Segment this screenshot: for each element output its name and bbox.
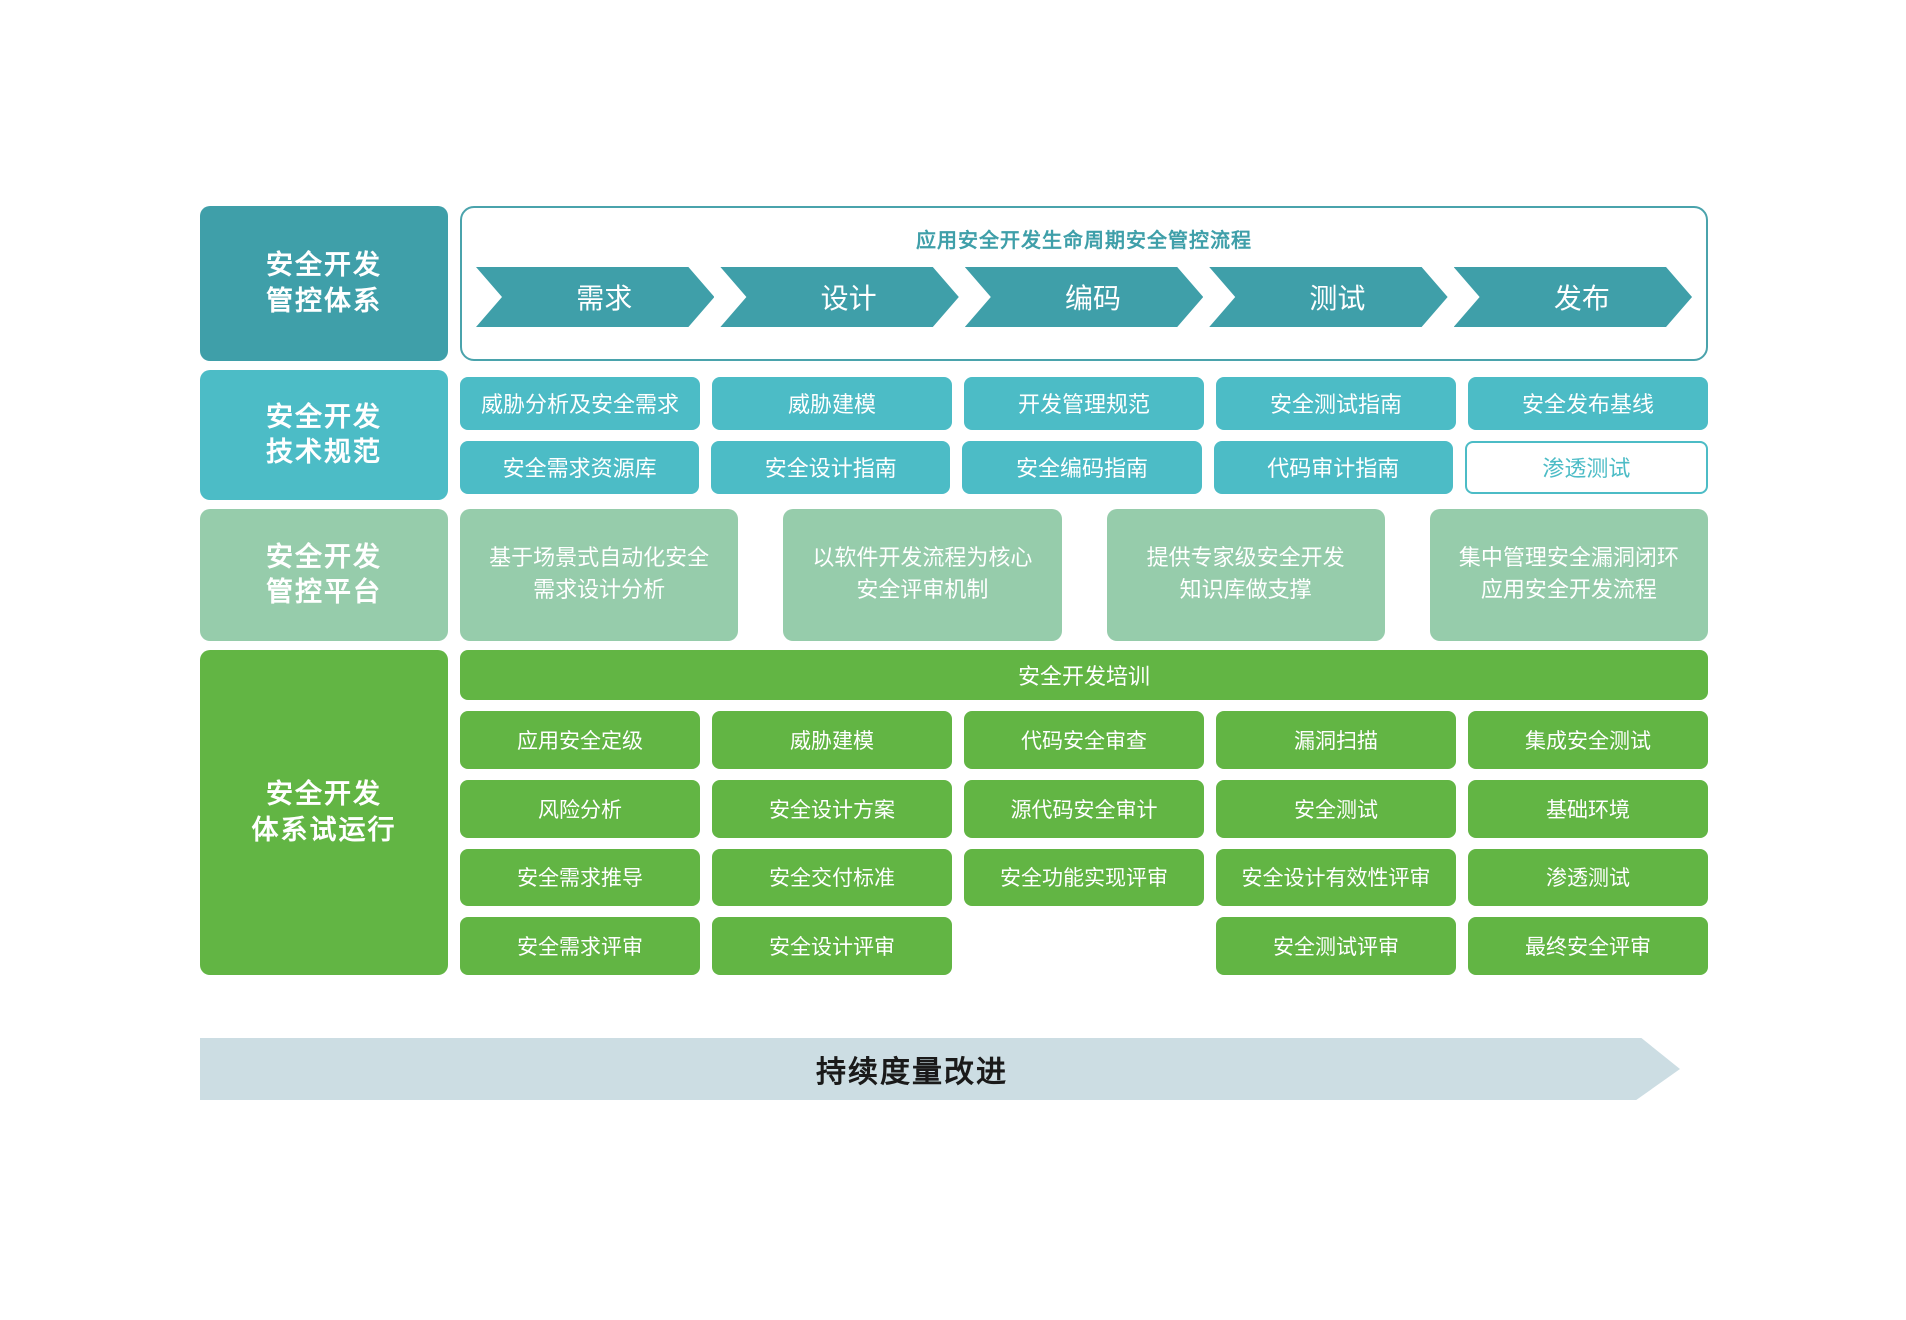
technical-specs-row: 威胁分析及安全需求 威胁建模 开发管理规范 安全测试指南 安全发布基线 bbox=[460, 376, 1708, 430]
trial-empty-slot bbox=[964, 917, 1204, 975]
spec-code-audit-guide[interactable]: 代码审计指南 bbox=[1213, 440, 1453, 494]
band-label-platform: 安全开发 管控平台 bbox=[200, 509, 448, 641]
platform-body: 基于场景式自动化安全 需求设计分析 以软件开发流程为核心 安全评审机制 提供专家… bbox=[460, 509, 1708, 641]
spec-requirement-library[interactable]: 安全需求资源库 bbox=[460, 440, 700, 494]
spec-penetration-test[interactable]: 渗透测试 bbox=[1464, 440, 1709, 494]
trial-code-security-review[interactable]: 代码安全审查 bbox=[964, 711, 1204, 769]
trial-final-security-review[interactable]: 最终安全评审 bbox=[1468, 917, 1708, 975]
trial-app-security-grading[interactable]: 应用安全定级 bbox=[460, 711, 700, 769]
band-technical-specs: 安全开发 技术规范 威胁分析及安全需求 威胁建模 开发管理规范 安全测试指南 安… bbox=[200, 370, 1709, 500]
trial-requirement-derivation[interactable]: 安全需求推导 bbox=[460, 848, 700, 907]
stage-testing[interactable]: 测试 bbox=[1209, 267, 1447, 327]
trial-run-grid: 安全开发培训 应用安全定级 威胁建模 代码安全审查 漏洞扫描 集成安全测试 风险… bbox=[460, 650, 1708, 975]
trial-security-design-plan[interactable]: 安全设计方案 bbox=[712, 779, 952, 838]
technical-specs-row: 安全需求资源库 安全设计指南 安全编码指南 代码审计指南 渗透测试 bbox=[460, 440, 1709, 494]
trial-delivery-standard[interactable]: 安全交付标准 bbox=[712, 848, 952, 907]
spec-threat-modeling[interactable]: 威胁建模 bbox=[712, 376, 952, 430]
diagram-grid: 安全开发 管控体系 应用安全开发生命周期安全管控流程 需求 设计 编码 测试 发… bbox=[200, 206, 1709, 975]
technical-specs-grid: 威胁分析及安全需求 威胁建模 开发管理规范 安全测试指南 安全发布基线 安全需求… bbox=[460, 370, 1709, 500]
lifecycle-box: 应用安全开发生命周期安全管控流程 需求 设计 编码 测试 发布 bbox=[460, 206, 1708, 361]
lifecycle-body: 应用安全开发生命周期安全管控流程 需求 设计 编码 测试 发布 bbox=[460, 206, 1708, 361]
trial-run-row: 应用安全定级 威胁建模 代码安全审查 漏洞扫描 集成安全测试 bbox=[460, 711, 1708, 769]
stage-requirement[interactable]: 需求 bbox=[476, 267, 714, 327]
platform-vulnerability-closure[interactable]: 集中管理安全漏洞闭环 应用安全开发流程 bbox=[1429, 509, 1708, 641]
lifecycle-stages: 需求 设计 编码 测试 发布 bbox=[476, 267, 1692, 327]
trial-threat-modeling[interactable]: 威胁建模 bbox=[712, 711, 952, 769]
trial-run-row: 安全需求推导 安全交付标准 安全功能实现评审 安全设计有效性评审 渗透测试 bbox=[460, 848, 1708, 907]
stage-design[interactable]: 设计 bbox=[720, 267, 958, 327]
trial-function-implementation-review[interactable]: 安全功能实现评审 bbox=[964, 848, 1204, 907]
spec-coding-guide[interactable]: 安全编码指南 bbox=[962, 440, 1202, 494]
platform-review-mechanism[interactable]: 以软件开发流程为核心 安全评审机制 bbox=[783, 509, 1062, 641]
trial-run-row: 风险分析 安全设计方案 源代码安全审计 安全测试 基础环境 bbox=[460, 779, 1708, 838]
trial-test-review[interactable]: 安全测试评审 bbox=[1216, 917, 1456, 975]
trial-source-code-audit[interactable]: 源代码安全审计 bbox=[964, 779, 1204, 838]
spec-release-baseline[interactable]: 安全发布基线 bbox=[1468, 376, 1708, 430]
lifecycle-title: 应用安全开发生命周期安全管控流程 bbox=[916, 228, 1252, 252]
band-label-trial-run: 安全开发 体系试运行 bbox=[200, 650, 448, 975]
technical-specs-body: 威胁分析及安全需求 威胁建模 开发管理规范 安全测试指南 安全发布基线 安全需求… bbox=[460, 370, 1709, 500]
band-label-technical-specs: 安全开发 技术规范 bbox=[200, 370, 448, 500]
spec-security-test-guide[interactable]: 安全测试指南 bbox=[1216, 376, 1456, 430]
platform-scenario-analysis[interactable]: 基于场景式自动化安全 需求设计分析 bbox=[460, 509, 739, 641]
trial-base-environment[interactable]: 基础环境 bbox=[1468, 779, 1708, 838]
band-label-management-system: 安全开发 管控体系 bbox=[200, 206, 448, 361]
trial-integrated-security-test[interactable]: 集成安全测试 bbox=[1468, 711, 1708, 769]
trial-run-row: 安全需求评审 安全设计评审 安全测试评审 最终安全评审 bbox=[460, 917, 1708, 975]
spec-design-guide[interactable]: 安全设计指南 bbox=[711, 440, 951, 494]
trial-run-body: 安全开发培训 应用安全定级 威胁建模 代码安全审查 漏洞扫描 集成安全测试 风险… bbox=[460, 650, 1708, 975]
trial-risk-analysis[interactable]: 风险分析 bbox=[460, 779, 700, 838]
trial-penetration-test[interactable]: 渗透测试 bbox=[1468, 848, 1708, 907]
trial-design-review[interactable]: 安全设计评审 bbox=[712, 917, 952, 975]
stage-coding[interactable]: 编码 bbox=[965, 267, 1203, 327]
platform-knowledge-base[interactable]: 提供专家级安全开发 知识库做支撑 bbox=[1106, 509, 1385, 641]
trial-security-test[interactable]: 安全测试 bbox=[1216, 779, 1456, 838]
trial-design-effectiveness-review[interactable]: 安全设计有效性评审 bbox=[1216, 848, 1456, 907]
band-trial-run: 安全开发 体系试运行 安全开发培训 应用安全定级 威胁建模 代码安全审查 漏洞扫… bbox=[200, 650, 1708, 975]
band-management-system: 安全开发 管控体系 应用安全开发生命周期安全管控流程 需求 设计 编码 测试 发… bbox=[200, 206, 1708, 361]
platform-items: 基于场景式自动化安全 需求设计分析 以软件开发流程为核心 安全评审机制 提供专家… bbox=[460, 509, 1708, 641]
spec-threat-analysis[interactable]: 威胁分析及安全需求 bbox=[460, 376, 700, 430]
band-platform: 安全开发 管控平台 基于场景式自动化安全 需求设计分析 以软件开发流程为核心 安… bbox=[200, 509, 1708, 641]
stage-release[interactable]: 发布 bbox=[1454, 267, 1692, 327]
spec-dev-management[interactable]: 开发管理规范 bbox=[964, 376, 1204, 430]
training-banner[interactable]: 安全开发培训 bbox=[460, 650, 1708, 700]
trial-requirement-review[interactable]: 安全需求评审 bbox=[460, 917, 700, 975]
continuous-improvement-label: 持续度量改进 bbox=[816, 1055, 1008, 1090]
continuous-improvement-arrow: 持续度量改进 bbox=[200, 1038, 1680, 1100]
trial-vulnerability-scan[interactable]: 漏洞扫描 bbox=[1216, 711, 1456, 769]
